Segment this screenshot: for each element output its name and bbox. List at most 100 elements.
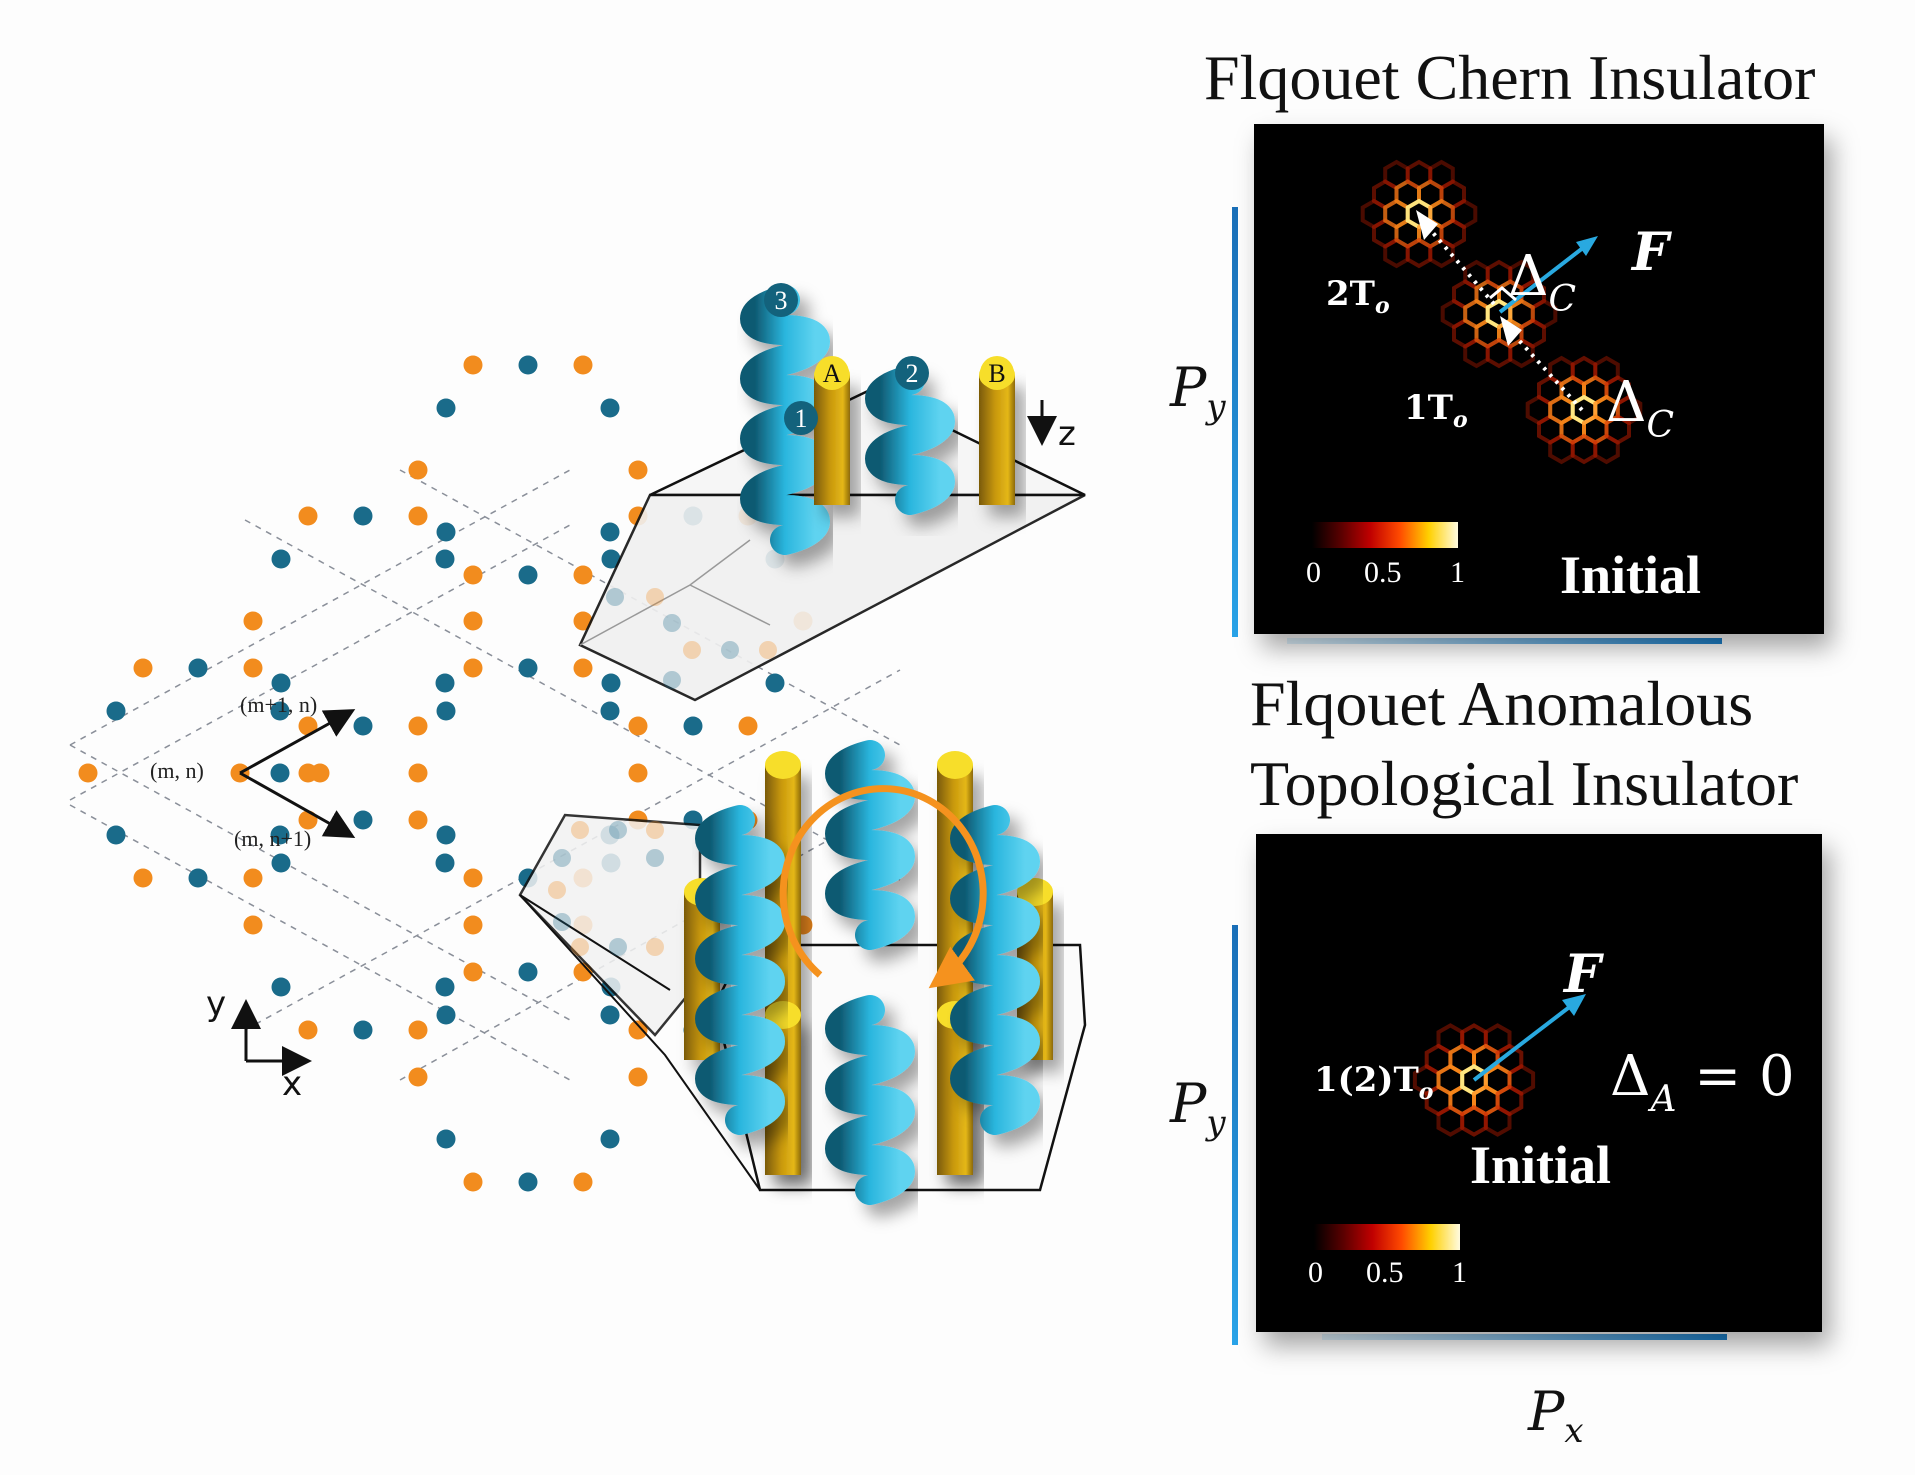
lattice-site xyxy=(353,810,373,830)
honeycomb-cell xyxy=(1508,337,1535,369)
lattice-vectors xyxy=(239,709,356,838)
lattice-site xyxy=(600,1005,620,1025)
site-badge-label: 1 xyxy=(795,404,808,433)
lattice-site xyxy=(463,565,483,585)
projected-site xyxy=(646,938,664,956)
site-badge-label: B xyxy=(988,359,1005,388)
lattice-site xyxy=(600,1129,620,1149)
label-delta-c-lower: ΔC xyxy=(1606,370,1674,446)
site-badge xyxy=(815,356,849,390)
helix-right xyxy=(950,805,1040,1135)
px-label: Px xyxy=(1528,1380,1584,1451)
label-upper-site: (m+1, n) xyxy=(240,692,318,717)
lattice-site xyxy=(270,825,290,845)
heatmap-panel-chern: 2To 1To ΔC ΔC F Initial 0 0.5 1 xyxy=(1254,124,1824,634)
lattice-site xyxy=(435,853,455,873)
lattice-site xyxy=(628,1067,648,1087)
lattice-site xyxy=(298,1020,318,1040)
lattice-site xyxy=(188,868,208,888)
lattice-site xyxy=(463,658,483,678)
lattice-site xyxy=(271,673,291,693)
lattice-site xyxy=(600,522,620,542)
z-axis-label: z xyxy=(1058,414,1076,454)
honeycomb-cell xyxy=(1604,414,1631,445)
label-1-2-To: 1(2)To xyxy=(1314,1060,1434,1105)
trajectory-arrowhead-icon xyxy=(1500,316,1522,346)
lattice-site xyxy=(353,1020,373,1040)
lattice-site xyxy=(765,673,785,693)
rod-3-top xyxy=(1017,878,1053,906)
lattice-site xyxy=(408,1020,428,1040)
grid-line xyxy=(244,519,901,881)
lattice-site xyxy=(408,506,428,526)
lattice-site xyxy=(518,565,538,585)
y-axis-label: y xyxy=(206,984,227,1024)
prism-edges-lower xyxy=(519,894,761,1191)
lattice-site xyxy=(518,658,538,678)
force-arrow-icon xyxy=(1472,1000,1578,1082)
lattice-site xyxy=(463,355,483,375)
trajectory-line xyxy=(1504,324,1584,412)
lattice-site xyxy=(106,825,126,845)
colorbar-tick: 0 xyxy=(1308,1256,1323,1289)
panel-title-chern: Flqouet Chern Insulator xyxy=(1204,42,1816,113)
honeycomb-cell xyxy=(1593,394,1620,426)
lattice-site xyxy=(601,549,621,569)
colorbar-tick: 0.5 xyxy=(1364,556,1402,589)
projected-site xyxy=(646,588,664,606)
lattice-site xyxy=(106,701,126,721)
projected-site xyxy=(609,938,627,956)
rod-A xyxy=(814,375,850,505)
lattice-site xyxy=(573,355,593,375)
lattice-site xyxy=(436,522,456,542)
label-initial-chern: Initial xyxy=(1560,545,1702,605)
lattice-site xyxy=(243,658,263,678)
site-badge xyxy=(895,356,929,390)
lattice-site xyxy=(628,763,648,783)
lattice-site xyxy=(436,701,456,721)
lattice-site xyxy=(601,673,621,693)
trajectory-line xyxy=(1420,218,1496,306)
rod-1-top xyxy=(937,751,973,779)
lattice-site xyxy=(270,701,290,721)
lattice-site xyxy=(78,763,98,783)
honeycomb-cell xyxy=(1483,1104,1512,1137)
honeycomb-cell xyxy=(1570,433,1598,465)
projected-site xyxy=(683,641,701,659)
honeycomb-cell xyxy=(1450,198,1478,230)
honeycomb-cell xyxy=(1519,318,1546,349)
unit-cell-lower xyxy=(518,740,1087,1205)
projected-site xyxy=(646,821,664,839)
lattice-site xyxy=(600,701,620,721)
lattice-site xyxy=(600,398,620,418)
label-lower-site: (m, n+1) xyxy=(234,826,312,851)
label-initial-anomalous: Initial xyxy=(1470,1135,1612,1195)
x-axis-label: x xyxy=(282,1064,303,1104)
colorbar-tick: 0.5 xyxy=(1366,1256,1404,1289)
lattice-site xyxy=(463,868,483,888)
label-origin-site: (m, n) xyxy=(150,758,204,783)
honeycomb-cell xyxy=(1593,433,1620,465)
projected-site xyxy=(646,849,664,867)
honeycomb-cell xyxy=(1615,394,1643,426)
site-badge xyxy=(764,283,798,317)
honeycomb-cell xyxy=(1507,1063,1536,1096)
right-angle-icon xyxy=(1489,286,1517,302)
trajectory-arrowhead-icon xyxy=(1416,210,1438,240)
grid-line xyxy=(69,469,571,746)
projected-site xyxy=(571,938,589,956)
label-delta-a-equals-zero: ΔA = 0 xyxy=(1610,1044,1795,1120)
lattice-site xyxy=(408,1067,428,1087)
lattice-site xyxy=(243,915,263,935)
projected-site xyxy=(548,881,566,899)
label-1To: 1To xyxy=(1404,388,1468,433)
py-label-chern: Py xyxy=(1170,356,1226,427)
helix-left xyxy=(695,805,785,1135)
lattice-site xyxy=(298,716,318,736)
site-badge-label: 3 xyxy=(775,286,788,315)
helix-top xyxy=(825,740,915,950)
lattice-site xyxy=(243,868,263,888)
